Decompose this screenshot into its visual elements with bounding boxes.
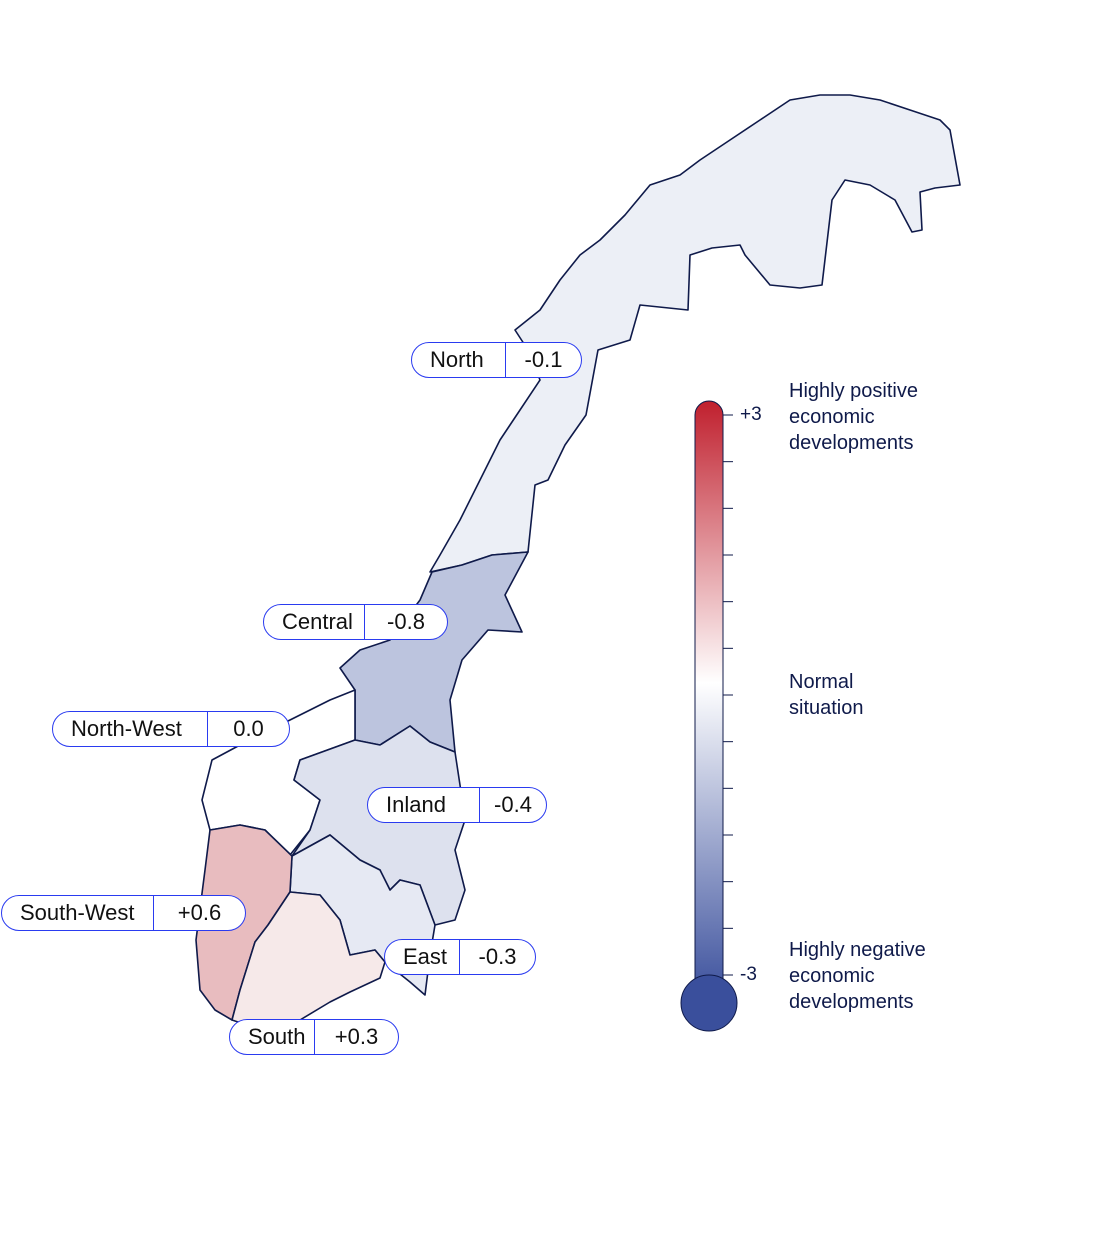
scale-max-label: +3 (740, 404, 762, 425)
scale-mid-text: Normal situation (789, 669, 864, 721)
region-label-north-west[interactable]: North-West 0.0 (52, 711, 290, 747)
scale-top-line: Highly positive (789, 380, 918, 402)
region-name: South (230, 1020, 315, 1054)
region-label-south[interactable]: South +0.3 (229, 1019, 399, 1055)
thermometer (680, 400, 738, 1032)
region-name: North (412, 343, 506, 377)
region-label-central[interactable]: Central -0.8 (263, 604, 448, 640)
region-label-north[interactable]: North -0.1 (411, 342, 582, 378)
region-label-south-west[interactable]: South-West +0.6 (1, 895, 246, 931)
region-name: Inland (368, 788, 480, 822)
region-label-inland[interactable]: Inland -0.4 (367, 787, 547, 823)
region-value: +0.3 (334, 1024, 379, 1049)
region-name: North-West (53, 712, 208, 746)
scale-mid-line: Normal (789, 671, 854, 693)
scale-bottom-line: Highly negative (789, 939, 926, 961)
region-south[interactable] (231, 891, 386, 1031)
scale-mid-line: situation (789, 697, 864, 719)
scale-top-line: developments (789, 432, 914, 454)
scale-top-line: economic (789, 406, 875, 428)
scale-bottom-line: economic (789, 965, 875, 987)
scale-top-text: Highly positive economic developments (789, 378, 918, 456)
region-name: East (385, 940, 460, 974)
region-label-east[interactable]: East -0.3 (384, 939, 536, 975)
scale-bottom-text: Highly negative economic developments (789, 937, 926, 1015)
region-name: Central (264, 605, 365, 639)
region-value: +0.6 (177, 900, 222, 925)
region-value: -0.1 (524, 347, 563, 372)
region-central[interactable] (339, 551, 529, 753)
region-name: South-West (2, 896, 154, 930)
scale-ticks (723, 414, 733, 976)
scale-min-label: -3 (740, 964, 757, 985)
region-value: 0.0 (233, 716, 264, 741)
region-value: -0.4 (494, 792, 532, 817)
scale-bottom-line: developments (789, 991, 914, 1013)
region-value: -0.8 (387, 609, 425, 634)
region-value: -0.3 (478, 944, 517, 969)
